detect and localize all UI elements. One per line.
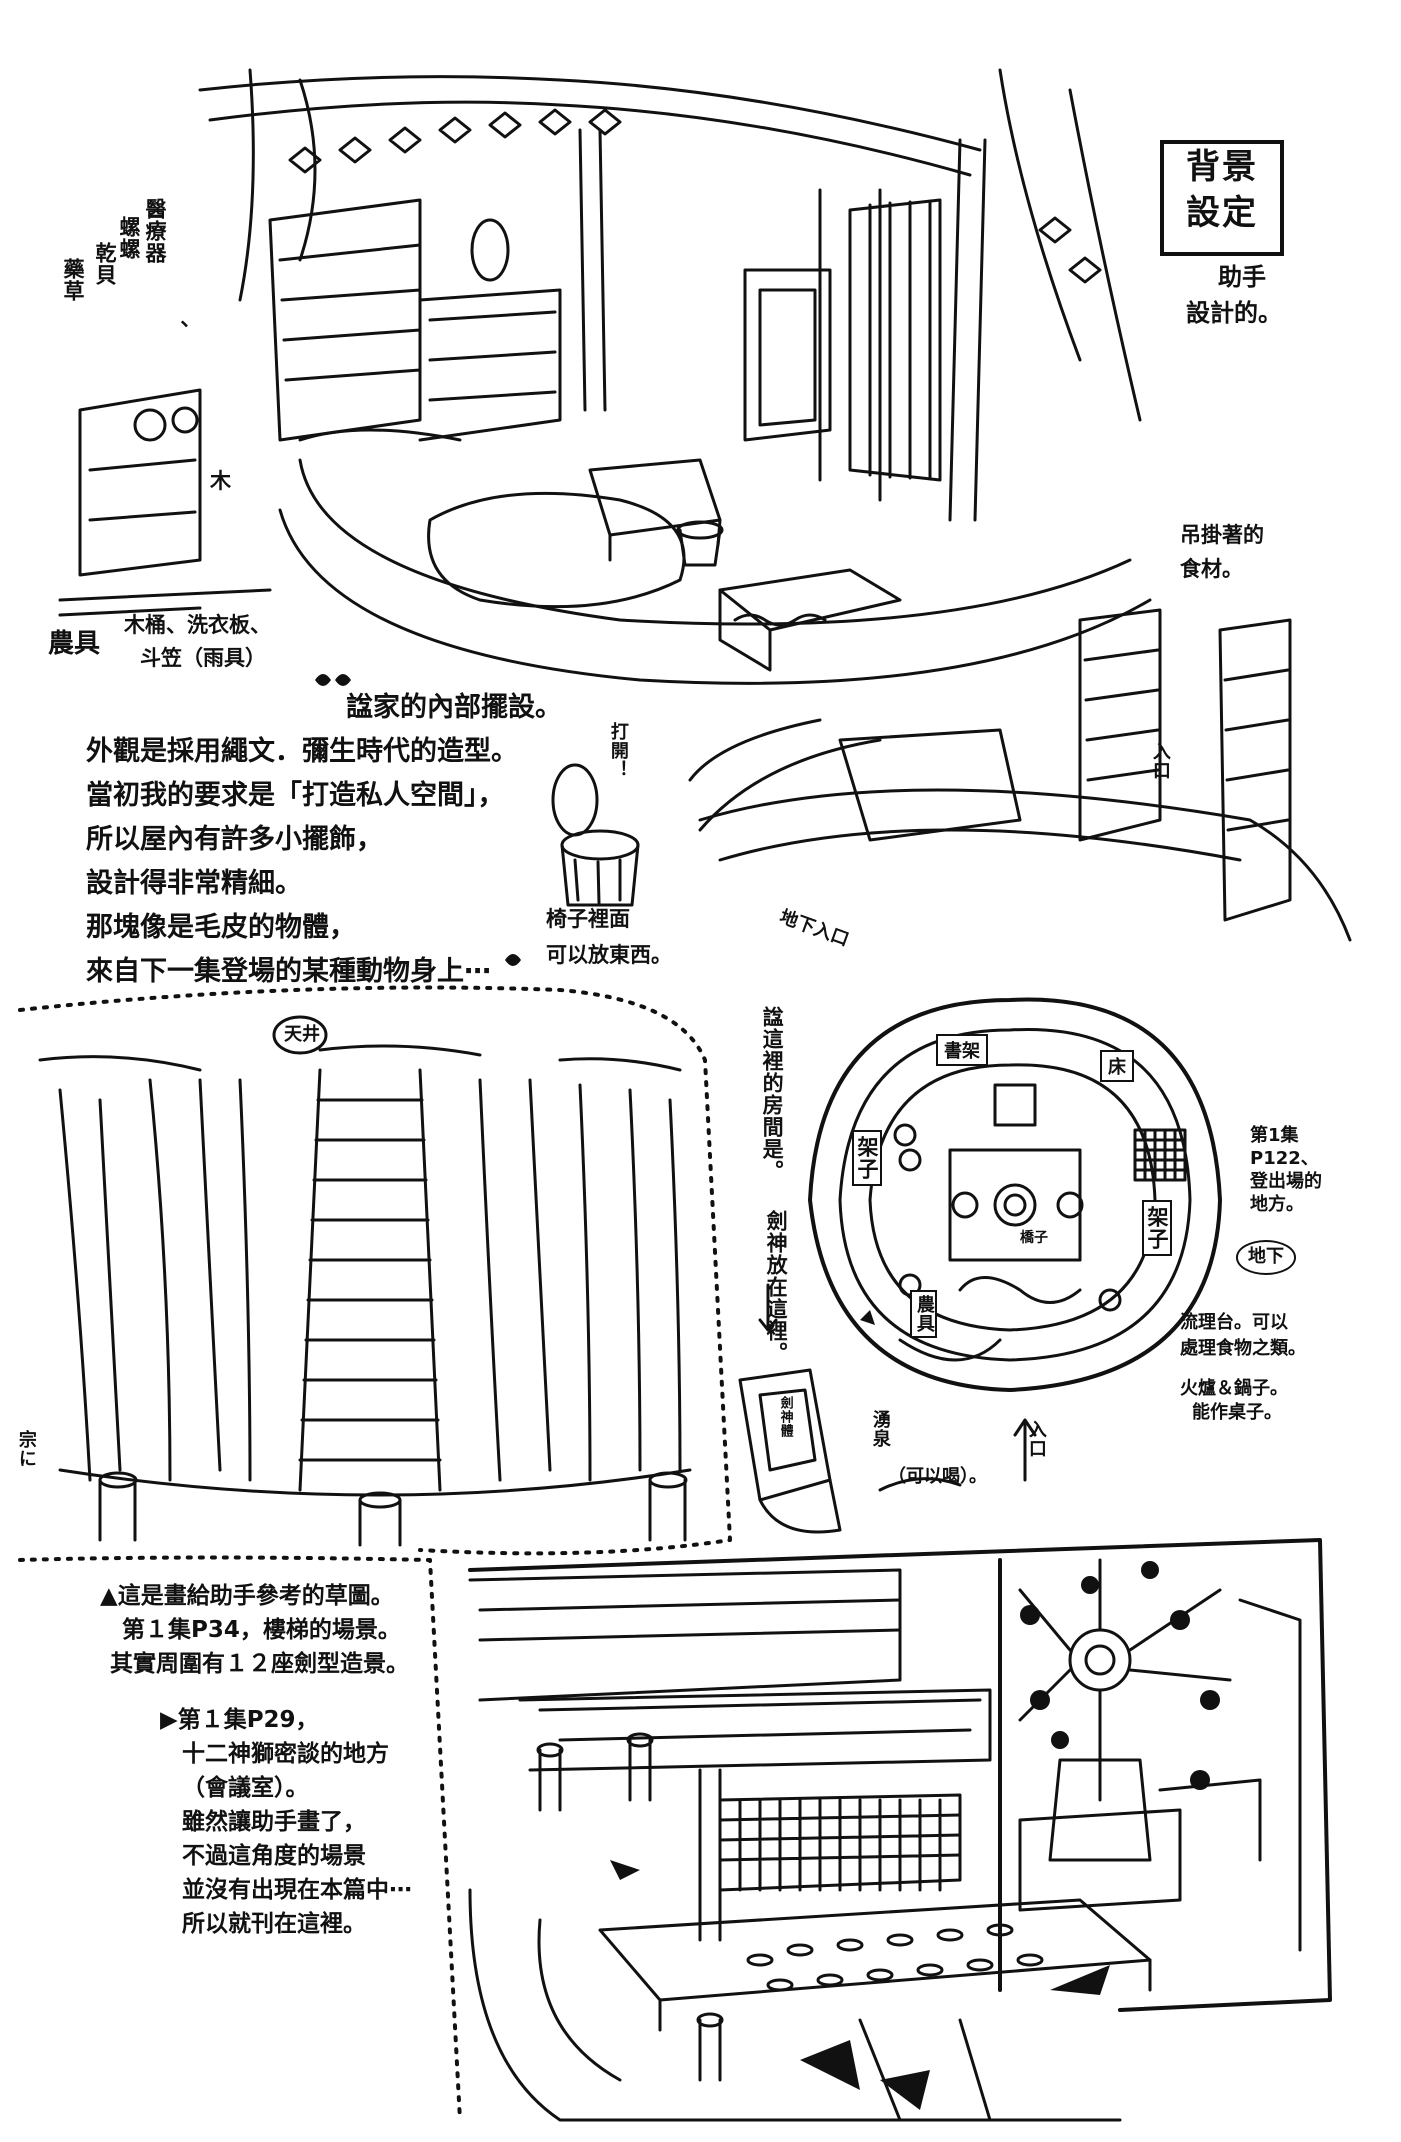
label-farm-items-2: 斗笠（雨具） [140,646,266,670]
label-ceiling: 天井 [284,1024,320,1045]
plan-shrine: 劍神體 [777,1396,793,1438]
plan-top-right: 床 [1100,1050,1134,1082]
label-tree: 木 [210,469,231,493]
plan-room-label: 諡這裡的房間是。 [760,1006,785,1182]
label-open: 打開！ [607,722,629,779]
note-b-line5: 不過這角度的場景 [182,1843,366,1869]
description-line7: 來自下一集登場的某種動物身上⋯ [86,956,491,987]
stair-curtain-sketch [38,1015,692,1547]
label-medical-4: 、 [165,320,190,342]
top-room-sketch [58,68,1352,942]
subtitle-line2: 設計的。 [1186,299,1282,327]
label-hanging: 吊掛著的 [1180,523,1264,547]
plan-center: 橋子 [1020,1230,1048,1246]
meeting-room-sketch [468,1538,1332,2122]
plan-top-left: 書架 [936,1034,988,1066]
plan-entrance: 入口 [1025,1420,1047,1458]
label-medical-3: 乾貝 [93,242,118,286]
label-chair-2: 可以放東西。 [546,943,672,967]
note-b-line1: ▶第１集P29， [160,1707,319,1733]
plan-underground: 地下 [1236,1240,1296,1275]
description-line5: 設計得非常精細。 [86,868,302,899]
description-line4: 所以屋內有許多小擺飾， [86,824,383,855]
label-medical-2: 螺螺 [117,216,142,260]
description-line3: 當初我的要求是「打造私人空間」， [86,780,505,811]
plan-ref-4: 地方。 [1250,1194,1304,1215]
label-chair: 椅子裡面 [546,907,630,931]
label-farm: 農具 [48,629,101,659]
label-hanging-2: 食材。 [1180,557,1243,581]
plan-ref-2: P122、 [1250,1148,1319,1169]
note-b-line6: 並沒有出現在本篇中⋯ [182,1877,412,1903]
description-line1: 諡家的內部擺設。 [346,692,562,723]
dotted-divider-bottom [18,1555,462,2122]
plan-spring: 湧泉 [869,1410,891,1448]
label-farm-items-1: 木桶、洗衣板、 [124,613,271,637]
note-b-line7: 所以就刊在這裡。 [182,1911,366,1937]
description-line2: 外觀是採用繩文．彌生時代的造型。 [86,736,518,767]
note-a-line2: 第１集P34，樓梯的場景。 [122,1617,401,1643]
floor-plan-sketch [738,997,1222,1534]
subtitle-line1: 助手 [1218,263,1266,291]
label-left-side: 宗に [15,1430,37,1468]
title-box: 背景 設定 [1160,140,1284,256]
label-herbs: 藥草 [61,258,86,302]
plan-sink-2: 處理食物之類。 [1180,1338,1306,1359]
plan-ref-3: 登出場的 [1250,1171,1322,1192]
plan-sword-label: 劍神放在這裡。 [764,1210,789,1364]
title-line2: 設定 [1186,193,1258,233]
title-line1: 背景 [1186,147,1258,187]
dotted-divider-top [18,985,732,1556]
note-a-line3: 其實周圍有１２座劍型造景。 [110,1651,409,1677]
plan-farm-tool: 農具 [910,1290,937,1338]
plan-spring-2: （可以喝）。 [888,1466,987,1487]
plan-shelf-left: 架子 [852,1130,883,1186]
plan-stove-2: 能作桌子。 [1192,1402,1282,1423]
label-medical-1: 醫療器 [143,198,168,264]
plan-ref-1: 第1集 [1250,1125,1299,1146]
note-a-line1: ▲這是畫給助手參考的草圖。 [100,1583,394,1609]
note-b-line3: （會議室）。 [182,1775,309,1801]
description-line6: 那塊像是毛皮的物體， [86,912,356,943]
note-b-line2: 十二神獅密談的地方 [182,1741,389,1767]
plan-shelf-right: 架子 [1142,1200,1173,1256]
plan-stove-1: 火爐＆鍋子。 [1180,1378,1288,1399]
label-entry: 入口 [1149,742,1171,780]
note-b-line4: 雖然讓助手畫了， [182,1809,366,1835]
plan-sink-1: 流理台。可以 [1180,1312,1288,1333]
